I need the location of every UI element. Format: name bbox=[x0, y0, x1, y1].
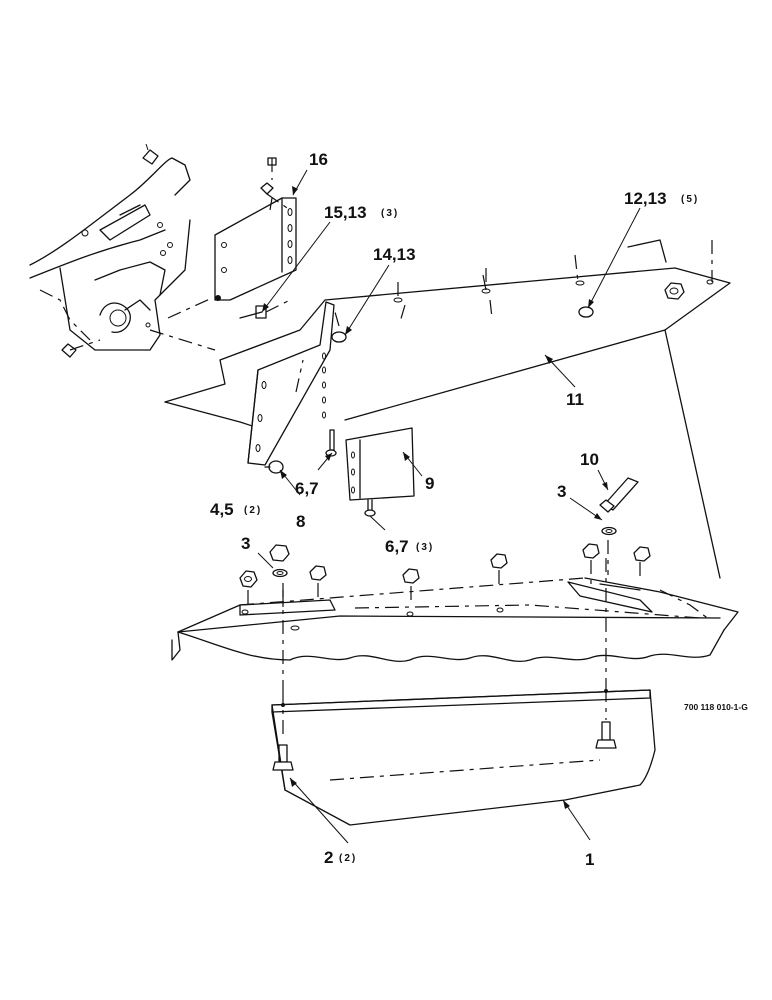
callout-12-13-qty: (5) bbox=[681, 194, 699, 205]
callout-1: 1 bbox=[585, 850, 594, 869]
guard-bolts bbox=[272, 721, 617, 771]
callout-2: 2 bbox=[324, 848, 333, 867]
callout-16: 16 bbox=[309, 150, 328, 169]
callout-4-5-qty: (2) bbox=[244, 505, 262, 516]
fasteners-row bbox=[239, 526, 651, 610]
callout-6-7-upper: 6,7 bbox=[295, 479, 319, 498]
callout-4-5: 4,5 bbox=[210, 500, 234, 519]
callout-6-7-qty: (3) bbox=[416, 542, 434, 553]
clip-10 bbox=[599, 477, 639, 513]
callout-10: 10 bbox=[580, 450, 599, 469]
callout-9: 9 bbox=[425, 474, 434, 493]
callout-labels: 16 15,13 (3) 14,13 12,13 (5) 11 9 10 3 4… bbox=[210, 150, 748, 869]
leader-lines bbox=[257, 169, 641, 844]
callout-15-13: 15,13 bbox=[324, 203, 367, 222]
callout-14-13: 14,13 bbox=[373, 245, 416, 264]
callout-8: 8 bbox=[296, 512, 305, 531]
callout-2-qty: (2) bbox=[339, 853, 357, 864]
callout-15-13-qty: (3) bbox=[381, 208, 399, 219]
callout-3-left: 3 bbox=[241, 534, 250, 553]
callout-6-7-lower: 6,7 bbox=[385, 537, 409, 556]
bolt-15 bbox=[239, 299, 291, 319]
figure-number: 700 118 010-1-G bbox=[684, 702, 748, 712]
guard-1 bbox=[271, 558, 656, 826]
plate-9 bbox=[345, 427, 415, 517]
frame-assembly bbox=[29, 143, 216, 358]
callout-12-13: 12,13 bbox=[624, 189, 667, 208]
plate-11 bbox=[164, 239, 731, 579]
callout-11: 11 bbox=[566, 390, 584, 409]
bracket-lower bbox=[247, 301, 347, 474]
callout-3-right: 3 bbox=[557, 482, 566, 501]
bracket-upper bbox=[214, 157, 297, 301]
mid-shield bbox=[171, 577, 739, 662]
